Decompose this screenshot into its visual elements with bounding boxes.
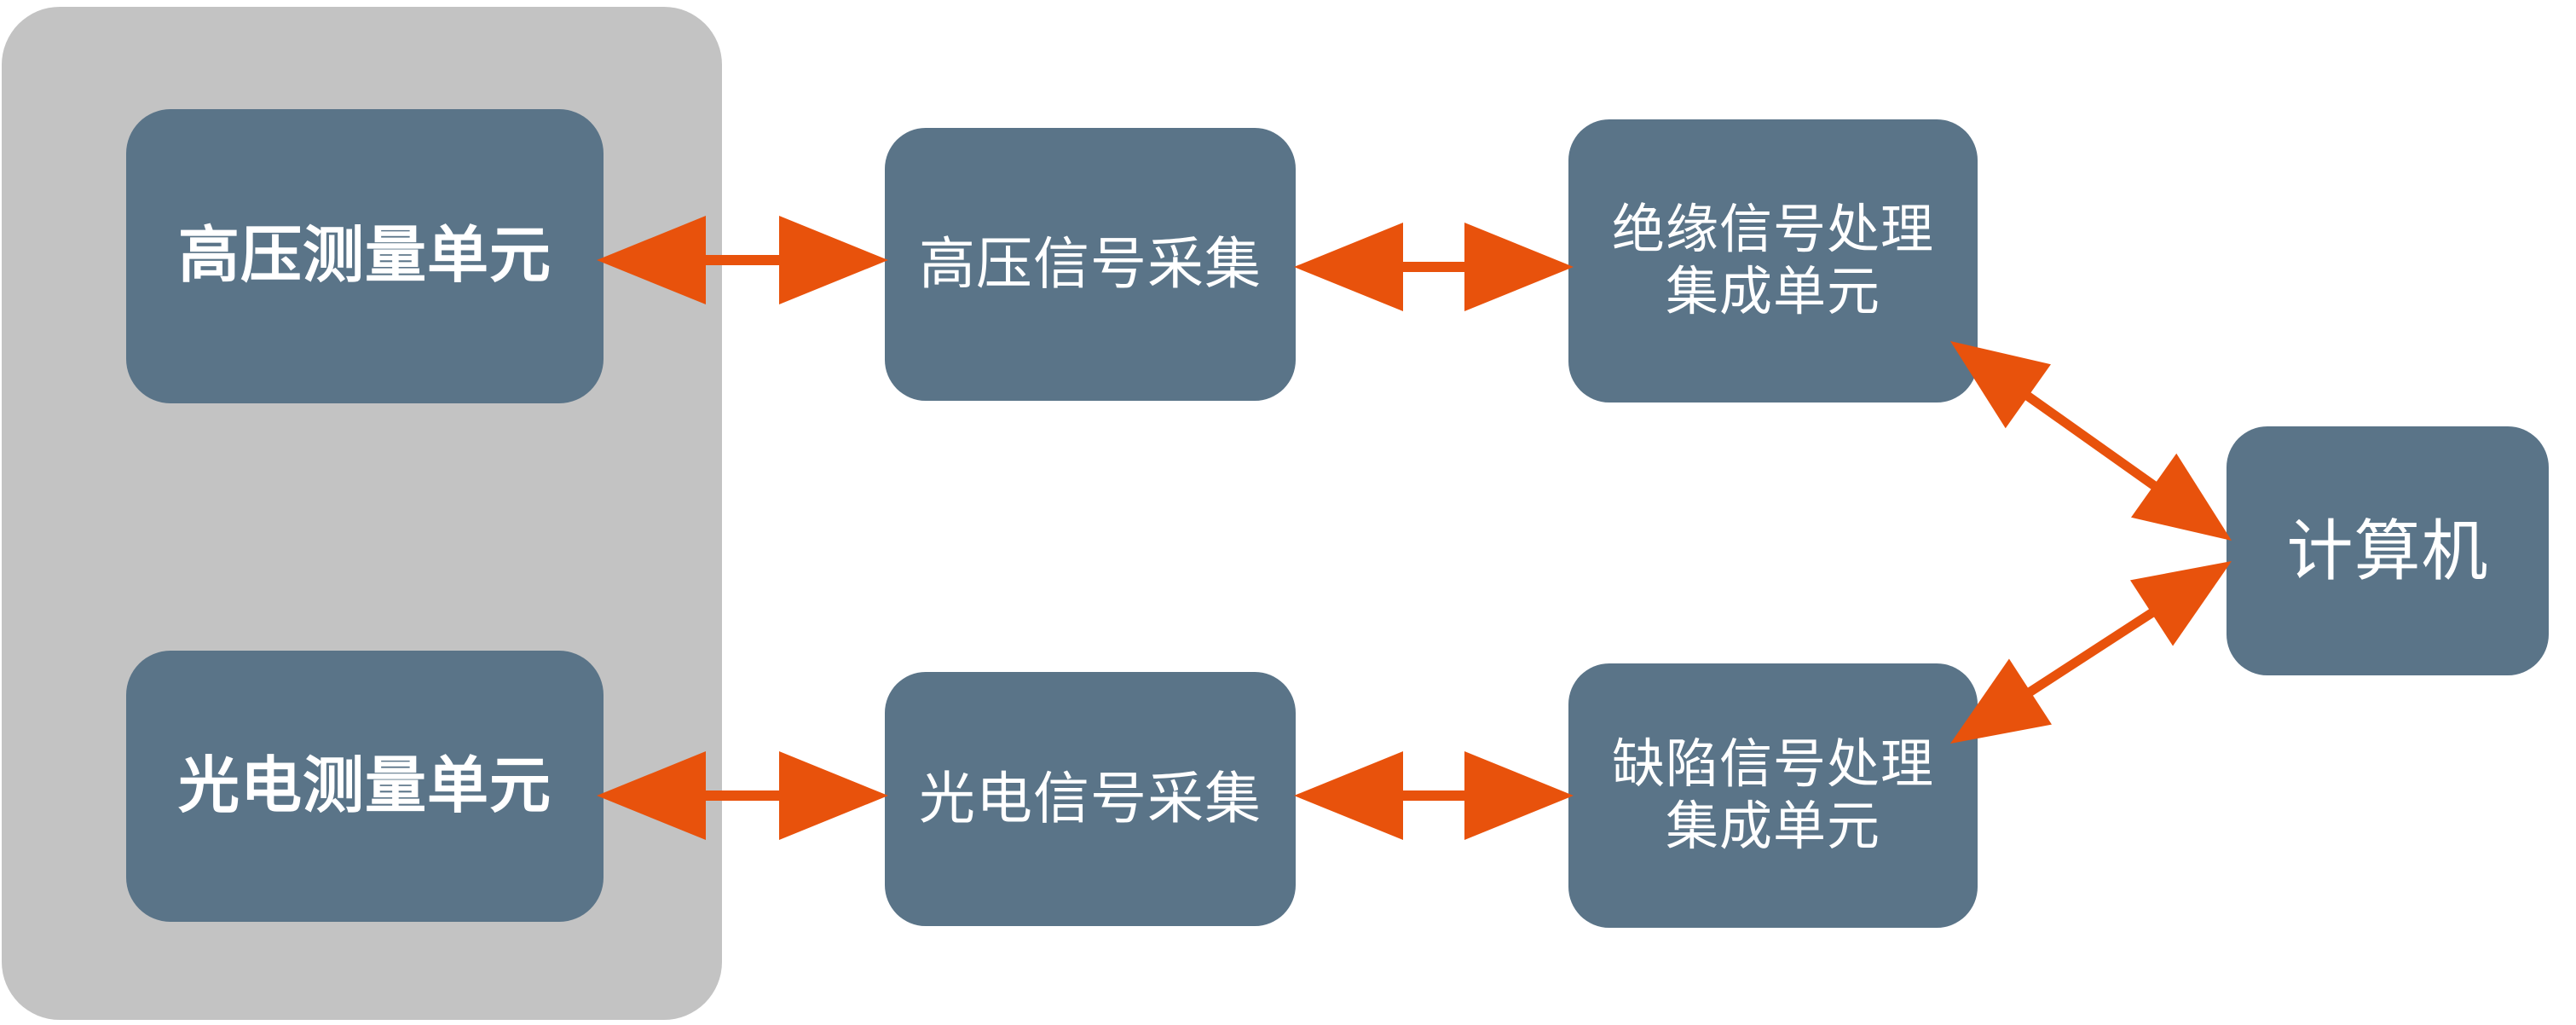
node-label-high-voltage-measurement-unit: 高压测量单元: [177, 222, 552, 291]
node-defect-signal-processing-integrated-unit[interactable]: 缺陷信号处理 集成单元: [1568, 663, 1978, 928]
arrowhead-end-icon: [2131, 453, 2232, 541]
connector-shaft: [2012, 599, 2170, 706]
arrowhead-end-icon: [779, 751, 888, 840]
connector-shaft: [2009, 381, 2173, 501]
connector-hv-acquisition-to-insulation-processing: [1294, 223, 1574, 311]
connector-insulation-processing-to-computer: [1950, 341, 2232, 541]
arrowhead-end-icon: [1464, 223, 1574, 311]
node-insulation-signal-processing-integrated-unit[interactable]: 绝缘信号处理 集成单元: [1568, 119, 1978, 402]
node-label-computer: 计算机: [2286, 512, 2489, 588]
connector-pe-acquisition-to-defect-processing: [1294, 751, 1574, 840]
node-computer[interactable]: 计算机: [2227, 426, 2549, 675]
arrowhead-start-icon: [1294, 751, 1403, 840]
arrowhead-end-icon: [1464, 751, 1574, 840]
node-label-insulation-signal-processing-integrated-unit: 绝缘信号处理 集成单元: [1611, 200, 1934, 321]
node-label-photoelectric-signal-acquisition: 光电信号采集: [919, 767, 1262, 831]
node-label-photoelectric-measurement-unit: 光电测量单元: [177, 751, 552, 820]
arrowhead-end-icon: [2130, 561, 2232, 646]
arrowhead-end-icon: [779, 216, 888, 304]
node-high-voltage-measurement-unit[interactable]: 高压测量单元: [126, 109, 604, 403]
node-label-high-voltage-signal-acquisition: 高压信号采集: [919, 232, 1262, 296]
node-high-voltage-signal-acquisition[interactable]: 高压信号采集: [885, 128, 1296, 401]
node-photoelectric-signal-acquisition[interactable]: 光电信号采集: [885, 672, 1296, 926]
node-photoelectric-measurement-unit[interactable]: 光电测量单元: [126, 651, 604, 922]
connector-defect-processing-to-computer: [1950, 561, 2232, 744]
arrowhead-start-icon: [1294, 223, 1403, 311]
node-label-defect-signal-processing-integrated-unit: 缺陷信号处理 集成单元: [1611, 734, 1934, 856]
